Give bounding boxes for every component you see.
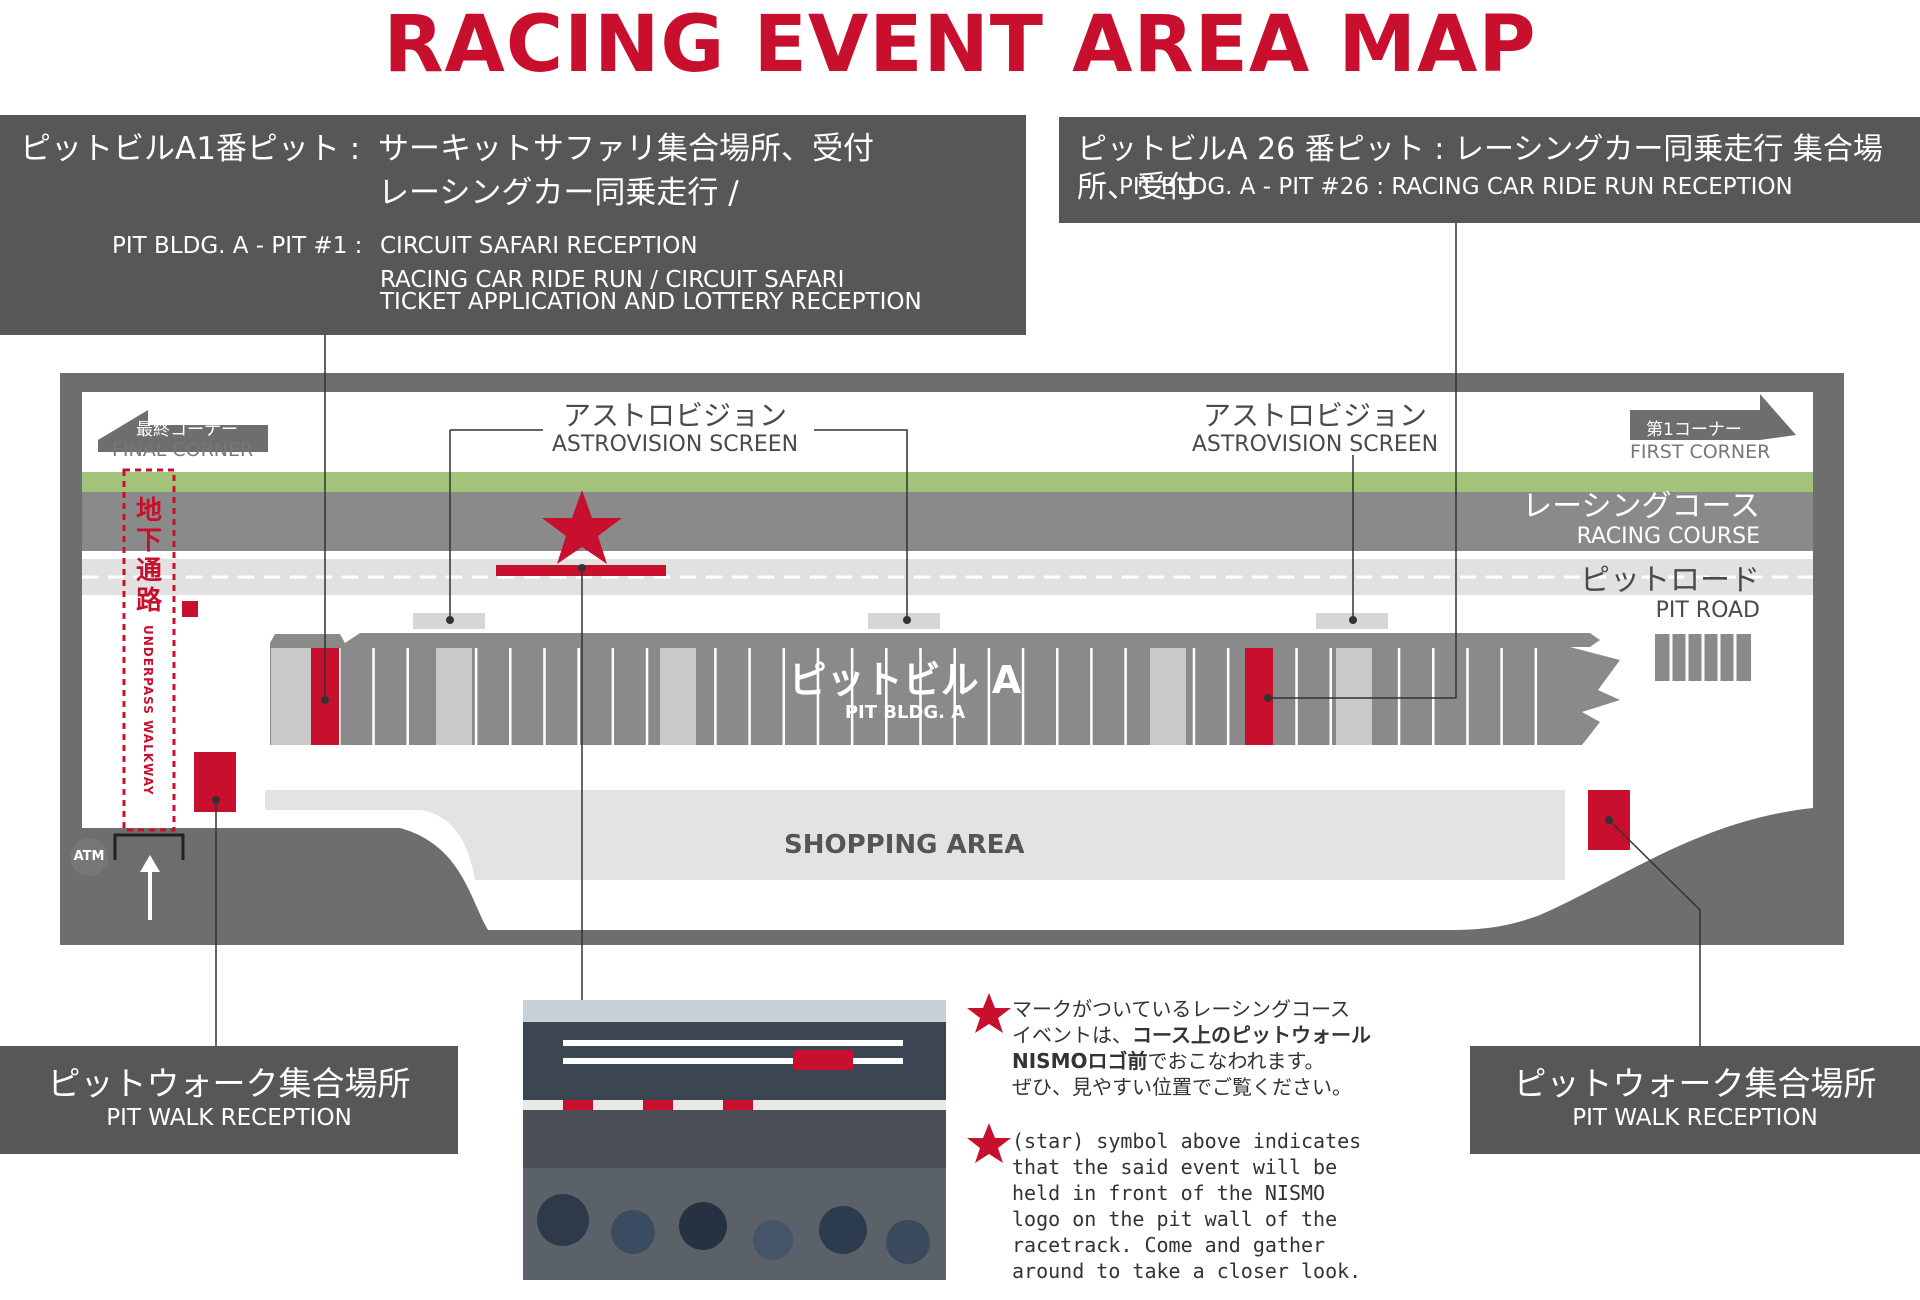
legend-en: (star) symbol above indicates that the s…: [1012, 1128, 1432, 1284]
leader-dots: [212, 564, 1613, 824]
pit26-info-box: ピットビルA 26 番ピット : レーシングカー同乗走行 集合場所、受付 PIT…: [1059, 117, 1920, 223]
leader-lines: [215, 223, 1701, 1046]
pit-building-end: [1570, 647, 1620, 745]
underpass-entrance: [113, 833, 185, 860]
pitwalk-reception-right: ピットウォーク集合場所 PIT WALK RECEPTION: [1470, 1046, 1920, 1154]
astrovision-left-label: アストロビジョン ASTROVISION SCREEN: [540, 400, 810, 458]
pit-road-jp: ピットロード: [1580, 563, 1760, 598]
first-corner-jp: 第1コーナー: [1646, 420, 1742, 440]
grass-strip: [82, 472, 1813, 492]
pitwall-photo: [523, 1000, 946, 1280]
legend-jp-line2: イベントは、コース上のピットウォール: [1012, 1023, 1371, 1047]
final-corner-en: FINAL CORNER: [112, 439, 254, 461]
astrovision-left-jp: アストロビジョン: [562, 399, 787, 432]
pitwalk-right-jp: ピットウォーク集合場所: [1513, 1064, 1877, 1103]
pit-building-label: ピットビル A PIT BLDG. A: [770, 658, 1040, 724]
pit-road-en: PIT ROAD: [1655, 598, 1760, 623]
pit-light: [271, 648, 311, 745]
shopping-area-zone: [265, 790, 1565, 880]
pit-building-roof: [270, 633, 1600, 647]
legend-jp-line1: マークがついているレーシングコース: [1012, 997, 1350, 1021]
first-corner-arrow-icon: [1630, 394, 1796, 440]
pit1-en-label: PIT BLDG. A - PIT #1 :: [112, 233, 363, 259]
legend-en-line3: held in front of the NISMO: [1012, 1181, 1326, 1205]
shopping-area-label: SHOPPING AREA: [784, 830, 1025, 860]
pit1-jp-label: ピットビルA1番ピット :: [20, 131, 361, 167]
pit26-en: PIT BLDG. A - PIT #26 : RACING CAR RIDE …: [1119, 174, 1793, 200]
pit26-jp: ピットビルA 26 番ピット : レーシングカー同乗走行 集合場所、受付: [1077, 132, 1883, 205]
astrovision-left-en: ASTROVISION SCREEN: [551, 432, 799, 457]
pit1-en-line2: RACING CAR RIDE RUN / CIRCUIT SAFARI: [380, 267, 845, 293]
legend-star-icon-jp: [967, 993, 1011, 1033]
final-corner-jp: 最終コーナー: [136, 420, 238, 440]
racing-course-label: レーシングコース RACING COURSE: [1460, 490, 1760, 550]
atm-icon: ATM: [70, 838, 108, 876]
legend-en-line1: (star) symbol above indicates: [1012, 1129, 1362, 1153]
legend-star-icon-en: [967, 1123, 1011, 1163]
legend-jp-line3: NISMOロゴ前でおこなわれます。: [1012, 1049, 1325, 1073]
legend-en-line2: that the said event will be: [1012, 1155, 1338, 1179]
pitwalk-left-jp: ピットウォーク集合場所: [47, 1064, 411, 1103]
legend-en-line4: logo on the pit wall of the: [1012, 1207, 1338, 1231]
pit1-en-line1: CIRCUIT SAFARI RECEPTION: [380, 233, 698, 259]
pit-light: [1150, 648, 1186, 745]
legend-jp: マークがついているレーシングコース イベントは、コース上のピットウォール NIS…: [1012, 996, 1432, 1100]
legend-en-line5: racetrack. Come and gather: [1012, 1233, 1326, 1257]
astrovision-right-jp: アストロビジョン: [1202, 399, 1427, 432]
pit-light: [660, 648, 696, 745]
page-title: RACING EVENT AREA MAP: [383, 0, 1537, 90]
underpass-jp: 地 下 通 路: [135, 496, 162, 616]
pit-road-parking: [1655, 634, 1751, 681]
event-star-icon: [542, 490, 622, 564]
pit1-jp-line1: サーキットサファリ集合場所、受付: [378, 131, 874, 167]
pitwalk-reception-left: ピットウォーク集合場所 PIT WALK RECEPTION: [0, 1046, 458, 1154]
pit-light: [1336, 648, 1372, 745]
pit1-en-line3: TICKET APPLICATION AND LOTTERY RECEPTION: [380, 289, 922, 315]
racing-course: [82, 492, 1813, 551]
pit1-info-box: ピットビルA1番ピット : サーキットサファリ集合場所、受付 レーシングカー同乗…: [0, 115, 1026, 335]
entrance-arrowhead-icon: [140, 855, 160, 872]
racing-course-jp: レーシングコース: [1522, 489, 1760, 524]
small-marker: [182, 601, 198, 617]
first-corner-en: FIRST CORNER: [1630, 441, 1771, 463]
legend-jp-line4: ぜひ、見やすい位置でご覧ください。: [1012, 1075, 1352, 1099]
underpass-en: UNDERPASS WALKWAY: [141, 625, 155, 796]
pit1-jp-line2: レーシングカー同乗走行 /: [378, 175, 739, 211]
underpass-walkway: [122, 468, 176, 832]
final-corner-arrow-icon: [98, 410, 268, 440]
pitwalk-left-en: PIT WALK RECEPTION: [106, 1105, 352, 1131]
pitwalk-right-en: PIT WALK RECEPTION: [1572, 1105, 1818, 1131]
pit-building-en: PIT BLDG. A: [844, 702, 966, 723]
pit-building-jp: ピットビル A: [788, 658, 1022, 702]
pit-light: [436, 648, 472, 745]
legend-en-line6: around to take a closer look.: [1012, 1259, 1362, 1283]
astrovision-right-en: ASTROVISION SCREEN: [1191, 432, 1439, 457]
racing-course-en: RACING COURSE: [1576, 524, 1760, 549]
pit-road-label: ピットロード PIT ROAD: [1460, 564, 1760, 624]
astrovision-right-label: アストロビジョン ASTROVISION SCREEN: [1180, 400, 1450, 458]
